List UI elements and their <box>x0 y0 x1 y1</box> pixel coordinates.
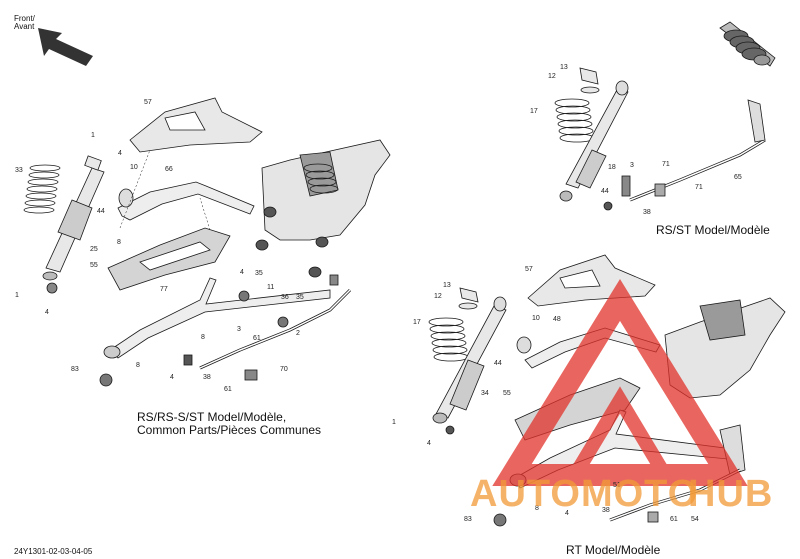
callout-57: 57 <box>144 99 152 106</box>
callout-66: 66 <box>165 166 173 173</box>
spring-33 <box>23 164 61 214</box>
callout-10-rt: 10 <box>532 315 540 322</box>
callout-61: 61 <box>253 335 261 342</box>
front-arrow-icon <box>38 28 93 66</box>
callout-44: 44 <box>97 208 105 215</box>
retainer-13 <box>579 67 599 85</box>
callout-11: 11 <box>267 284 274 291</box>
watermark-logo <box>492 279 748 486</box>
callout-51: 51 <box>613 482 621 489</box>
left-assembly <box>23 97 391 387</box>
callout-77: 77 <box>160 286 168 293</box>
shock-25 <box>42 155 105 281</box>
sway-bar-65 <box>629 138 766 202</box>
callout-61-rt: 61 <box>670 516 678 523</box>
callout-55: 55 <box>90 262 98 269</box>
callout-57-rt: 57 <box>525 266 533 273</box>
callout-4b-rt: 4 <box>565 510 569 517</box>
callout-34: 34 <box>481 390 489 397</box>
direction-label-front: Front/ <box>14 14 35 23</box>
callout-61b: 61 <box>224 386 232 393</box>
callout-38-tr: 38 <box>643 209 651 216</box>
callout-18: 18 <box>608 164 616 171</box>
reference-shock <box>719 21 776 67</box>
callout-10: 10 <box>130 164 138 171</box>
callout-2: 2 <box>296 330 300 337</box>
callouts-left-layer: 57 1 4 10 66 33 44 8 25 55 4 35 11 36 35… <box>15 99 304 393</box>
callout-38: 38 <box>203 374 211 381</box>
caption-left-line1: RS/RS-S/ST Model/Modèle, <box>137 410 287 424</box>
frame-shock-spring <box>303 163 339 194</box>
callout-4c: 4 <box>45 309 49 316</box>
shock-18 <box>559 80 629 202</box>
callout-1-rt: 1 <box>392 419 396 426</box>
caption-top-right: RS/ST Model/Modèle <box>656 223 770 237</box>
spring-17-rt <box>428 317 469 362</box>
callout-1: 1 <box>91 132 95 139</box>
callouts-bottom-right-layer: 57 13 12 10 48 17 44 34 55 1 4 51 8 38 4… <box>392 266 699 523</box>
callout-8b: 8 <box>201 334 205 341</box>
lower-a-arm-77 <box>109 277 331 359</box>
document-code: 24Y1301-02-03-04-05 <box>14 547 93 556</box>
callout-38-rt: 38 <box>602 507 610 514</box>
callout-55-rt: 55 <box>503 390 511 397</box>
callout-13: 13 <box>560 64 568 71</box>
callout-1b: 1 <box>15 292 19 299</box>
direction-label-avant: Avant <box>14 22 35 31</box>
callout-12: 12 <box>548 73 556 80</box>
callout-48: 48 <box>553 316 561 323</box>
callout-70: 70 <box>280 366 288 373</box>
callout-71b: 71 <box>695 184 703 191</box>
watermark-hub: HUB <box>688 473 774 515</box>
spring-17 <box>554 98 595 143</box>
callout-83: 83 <box>71 366 79 373</box>
callouts-top-right-layer: 13 12 17 18 3 71 44 38 71 65 <box>530 64 742 216</box>
callout-44-tr: 44 <box>601 188 609 195</box>
callout-8-rt: 8 <box>535 505 539 512</box>
callout-35b: 35 <box>296 294 304 301</box>
callout-71: 71 <box>662 161 670 168</box>
callout-4b: 4 <box>240 269 244 276</box>
callout-25: 25 <box>90 246 98 253</box>
callout-8: 8 <box>117 239 121 246</box>
left-leaders <box>119 149 211 231</box>
callout-83-rt: 83 <box>464 516 472 523</box>
callout-4d: 4 <box>170 374 174 381</box>
callout-65: 65 <box>734 174 742 181</box>
callout-3-tr: 3 <box>630 162 634 169</box>
callout-12-rt: 12 <box>434 293 442 300</box>
callout-4: 4 <box>118 150 122 157</box>
caption-left-line2: Common Parts/Pièces Communes <box>137 423 322 437</box>
caption-bottom-right: RT Model/Modèle <box>566 543 661 557</box>
callout-4-rt: 4 <box>427 440 431 447</box>
top-right-assembly <box>554 21 776 211</box>
callout-8c: 8 <box>136 362 140 369</box>
callout-17: 17 <box>530 108 538 115</box>
callout-13-rt: 13 <box>443 282 451 289</box>
ring-12 <box>580 86 600 94</box>
upper-a-arm-66 <box>117 181 255 221</box>
watermark-automoto: AUTOMOTO <box>470 473 699 515</box>
callout-3: 3 <box>237 326 241 333</box>
callout-17-rt: 17 <box>413 319 421 326</box>
callout-33: 33 <box>15 167 23 174</box>
shock-34 <box>432 296 507 424</box>
callout-44-rt: 44 <box>494 360 502 367</box>
callout-36: 36 <box>281 294 289 301</box>
callout-54: 54 <box>691 516 699 523</box>
callout-35: 35 <box>255 270 263 277</box>
